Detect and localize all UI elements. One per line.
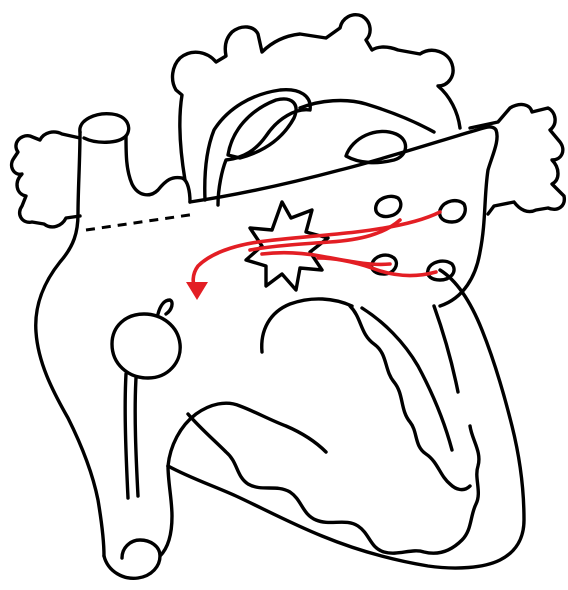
crista-terminalis-dashed (86, 214, 196, 230)
left-ventricle-inner-wavy (350, 306, 470, 490)
tricuspid-valve-curve (262, 299, 352, 352)
conduction-flow-arrows (186, 212, 440, 300)
interventricular-septum-wavy (188, 414, 479, 553)
coronary-sinus-ring (112, 314, 180, 378)
flow-line-upper (193, 212, 440, 290)
pulmonary-vein-ostium-2 (440, 201, 466, 222)
right-ventricle-outline (168, 403, 326, 466)
coronary-sinus-tube (125, 374, 138, 498)
pulmonary-artery-upper (300, 101, 434, 132)
left-ventricle-wall (362, 306, 458, 450)
aortic-valve-window (228, 99, 296, 158)
svc-left-wall (36, 132, 104, 556)
pulmonary-vein-ostium-1 (376, 196, 401, 216)
aorta-arch-outline (173, 15, 460, 180)
coronary-sinus-tip (158, 300, 172, 314)
heart-outline-group (12, 15, 565, 579)
pulmonary-artery-opening (346, 131, 406, 162)
right-pulmonary-vein-stubs (12, 132, 80, 227)
svc-top-cap (80, 114, 129, 143)
red-arrowhead-icon (186, 282, 208, 300)
